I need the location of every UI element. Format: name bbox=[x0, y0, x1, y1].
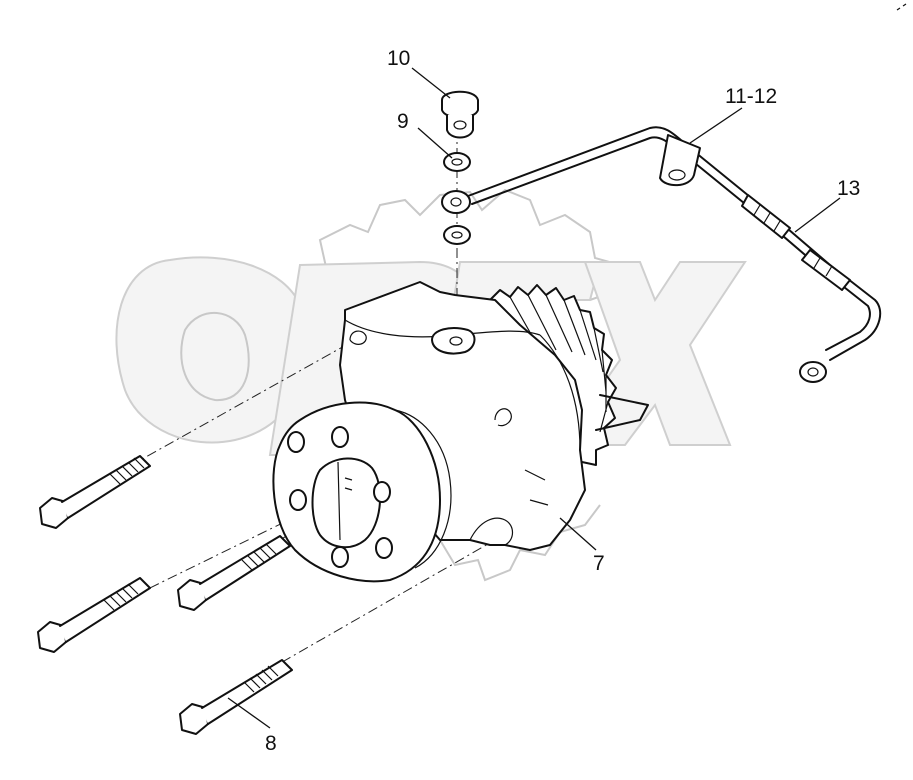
callout-11-12: 11-12 bbox=[725, 85, 778, 108]
leader-lines bbox=[227, 67, 841, 729]
corner-mark bbox=[896, 3, 907, 11]
housing-7 bbox=[272, 281, 649, 583]
oil-pipe-assembly bbox=[441, 126, 882, 383]
callout-8: 8 bbox=[265, 732, 277, 755]
callout-7: 7 bbox=[593, 552, 605, 575]
callout-10: 10 bbox=[387, 47, 411, 70]
callout-13: 13 bbox=[837, 177, 861, 200]
callout-9: 9 bbox=[397, 110, 409, 133]
bolts-8 bbox=[37, 455, 293, 735]
washers-9 bbox=[443, 152, 471, 245]
banjo-bolt-10 bbox=[441, 90, 479, 139]
